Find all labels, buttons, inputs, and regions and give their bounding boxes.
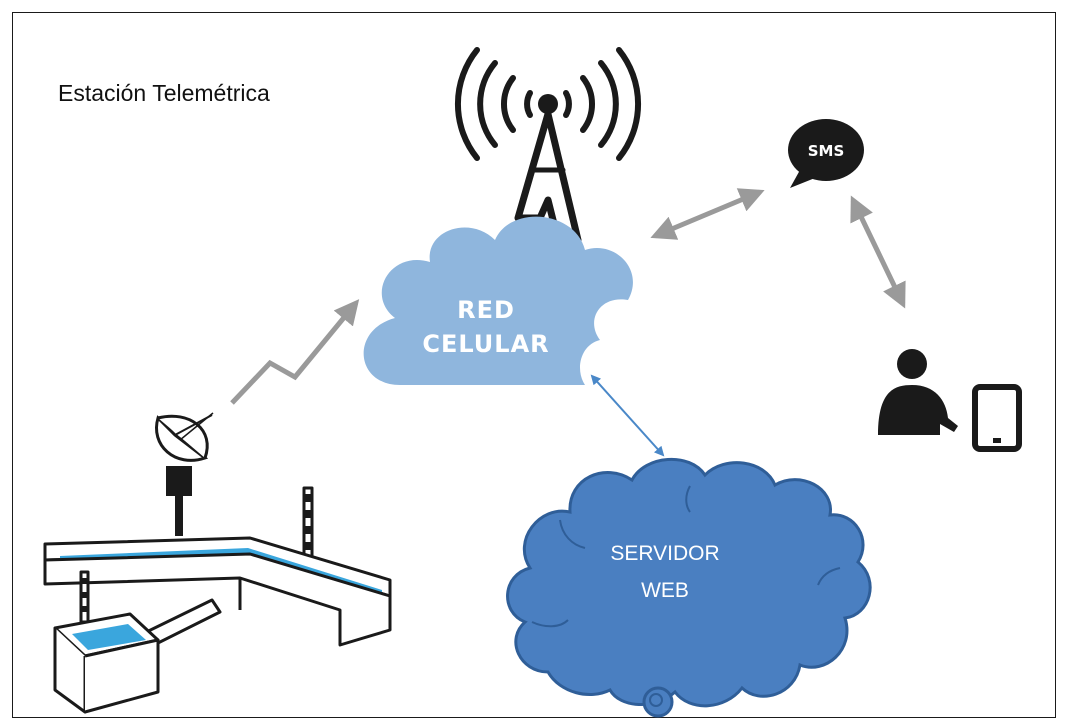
arrow-cloud-server bbox=[590, 374, 665, 457]
satellite-dish-icon bbox=[155, 412, 214, 536]
diagram-frame bbox=[12, 12, 1056, 718]
arrow-sms-person bbox=[850, 195, 906, 309]
server-cloud-label-line2: WEB bbox=[641, 579, 689, 602]
station-title: Estación Telemétrica bbox=[58, 80, 270, 106]
gauge-pole-left bbox=[79, 570, 90, 624]
arrow-cloud-sms bbox=[650, 188, 765, 240]
sms-bubble-icon: SMS bbox=[788, 119, 864, 188]
server-cloud-label-line1: SERVIDOR bbox=[610, 542, 719, 565]
person-icon bbox=[878, 349, 958, 435]
smartphone-icon bbox=[972, 384, 1022, 452]
arrow-dish-cloud bbox=[230, 299, 360, 405]
cellular-cloud-label-line1: RED bbox=[457, 296, 515, 324]
web-server-cloud: SERVIDOR WEB bbox=[506, 457, 872, 718]
antenna-tower-icon bbox=[454, 47, 642, 244]
cellular-cloud-label-line2: CELULAR bbox=[422, 330, 549, 358]
water-channel-icon bbox=[43, 486, 392, 714]
sms-label: SMS bbox=[808, 142, 845, 160]
cellular-network-cloud: RED CELULAR bbox=[363, 216, 633, 385]
gray-connection-arrows bbox=[230, 188, 906, 405]
